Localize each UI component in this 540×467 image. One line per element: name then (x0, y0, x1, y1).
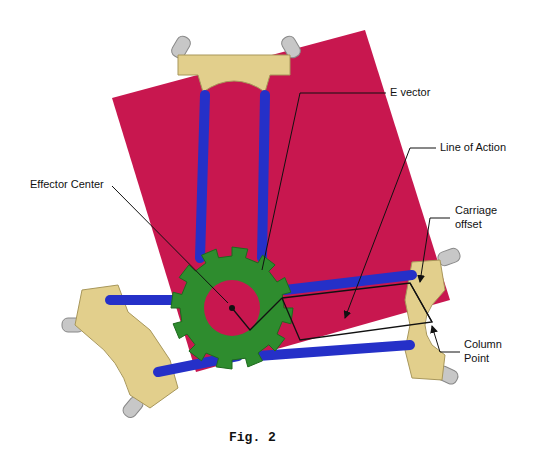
bed-plate (112, 30, 450, 372)
right-carriage (405, 247, 462, 386)
left-carriage (62, 285, 178, 420)
geometry-lines (232, 283, 432, 340)
leader-lines (112, 93, 460, 352)
callout-label: Effector Center (30, 178, 112, 192)
effector (171, 247, 293, 369)
callout-label: Line of Action (440, 141, 520, 155)
top-carriage (169, 34, 302, 92)
figure-caption: Fig. 2 (229, 430, 276, 445)
callout-label: Column Point (464, 338, 506, 366)
callout-label: Carriage offset (455, 204, 507, 232)
callout-label: E vector (390, 86, 450, 100)
